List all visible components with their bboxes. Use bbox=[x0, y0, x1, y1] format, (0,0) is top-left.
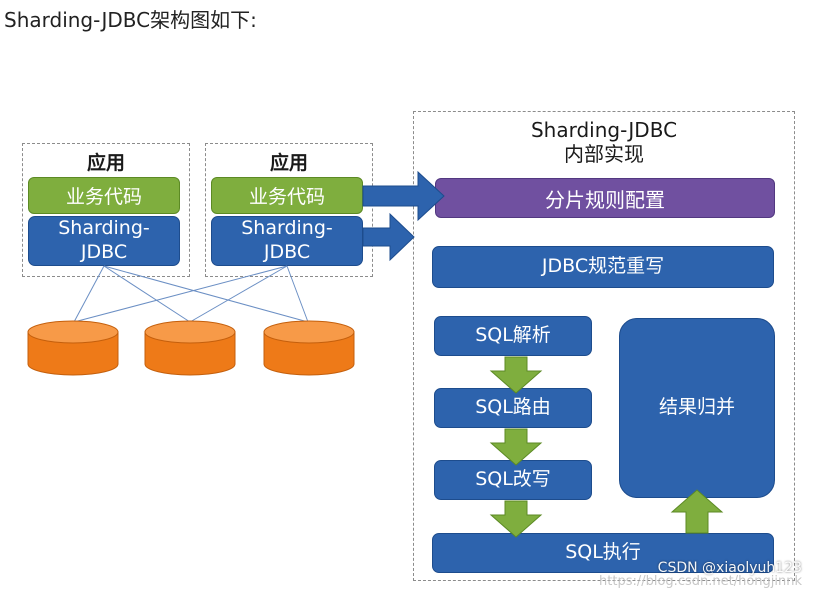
connector-line bbox=[103, 265, 309, 323]
arrow-down-icon bbox=[489, 356, 543, 394]
watermark-url: https://blog.csdn.net/hongjinnk bbox=[599, 574, 802, 589]
connector-line bbox=[103, 265, 191, 323]
jdbc-rewrite-box: JDBC规范重写 bbox=[432, 246, 774, 288]
sql-parse-box: SQL解析 bbox=[434, 316, 592, 356]
sharding-jdbc-box-1: Sharding- JDBC bbox=[28, 216, 180, 266]
database-icon bbox=[144, 320, 236, 376]
arrow-down-icon bbox=[489, 428, 543, 466]
arrow-right-icon bbox=[362, 212, 415, 262]
database-icon bbox=[27, 320, 119, 376]
app-title-2: 应用 bbox=[269, 152, 308, 174]
page-title: Sharding-JDBC架构图如下: bbox=[4, 8, 257, 32]
connector-line bbox=[189, 265, 288, 323]
arrow-up-icon bbox=[670, 489, 724, 534]
sharding-jdbc-label-2: Sharding- JDBC bbox=[241, 217, 333, 263]
rule-config-box: 分片规则配置 bbox=[435, 178, 775, 218]
sharding-jdbc-label-1: Sharding- JDBC bbox=[58, 217, 150, 263]
arrow-down-icon bbox=[489, 500, 543, 538]
connector-line bbox=[73, 265, 105, 323]
business-code-box-2: 业务代码 bbox=[211, 177, 363, 214]
app-title-1: 应用 bbox=[86, 152, 125, 174]
sql-rewrite-box: SQL改写 bbox=[434, 460, 592, 500]
business-code-box-1: 业务代码 bbox=[28, 177, 180, 214]
connector-line bbox=[73, 265, 288, 323]
connector-line bbox=[286, 265, 309, 323]
database-icon bbox=[263, 320, 355, 376]
result-merge-box: 结果归并 bbox=[619, 318, 775, 498]
sharding-jdbc-box-2: Sharding- JDBC bbox=[211, 216, 363, 266]
sql-execute-box: SQL执行 bbox=[432, 533, 774, 573]
arrow-right-icon bbox=[362, 170, 445, 222]
watermark-csdn: CSDN @xiaolyuh123 bbox=[657, 560, 802, 576]
impl-title: Sharding-JDBC 内部实现 bbox=[530, 118, 678, 166]
